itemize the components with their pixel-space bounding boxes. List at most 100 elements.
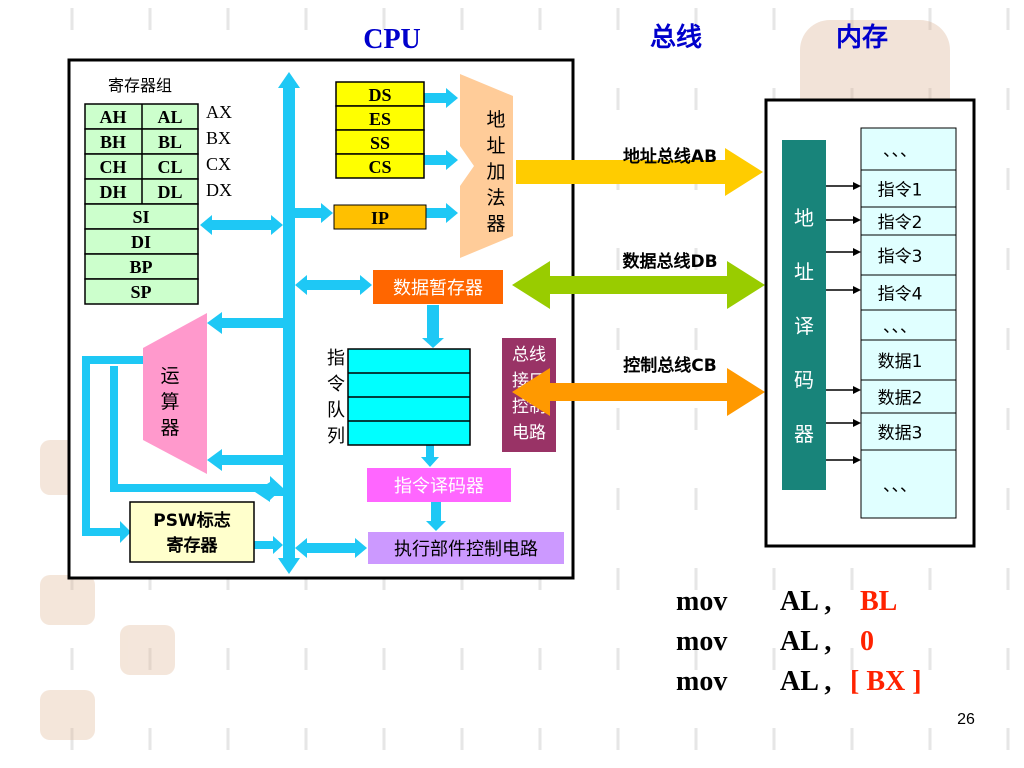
instruction-decoder-label: 指令译码器 (394, 476, 484, 497)
segment-register-label: ES (369, 109, 391, 129)
segment-register-label: DS (368, 85, 391, 105)
memory-heading: 内存 (836, 23, 888, 53)
bus-heading: 总线 (650, 23, 702, 53)
register-pair-name: CX (206, 154, 231, 174)
code-dst: AL , (780, 586, 831, 617)
register-low-byte: DL (157, 182, 182, 202)
memory-address-decoder (782, 140, 826, 490)
cpu-heading: CPU (363, 24, 421, 55)
svg-text:器: 器 (794, 422, 814, 446)
address-bus-arrow (516, 148, 763, 196)
register-group-label: 寄存器组 (108, 76, 172, 95)
svg-text:寄存器: 寄存器 (167, 535, 219, 556)
register-pair-name: AX (206, 102, 232, 122)
svg-text:地: 地 (794, 206, 814, 230)
svg-text:指: 指 (327, 348, 345, 369)
data-bus-label: 数据总线DB (622, 251, 717, 272)
memory-cell-label: 、、、 (883, 476, 917, 496)
register-single-label: BP (129, 257, 152, 277)
svg-text:列: 列 (327, 426, 345, 447)
memory-decoder-arrows (826, 182, 861, 464)
svg-text:址: 址 (486, 135, 505, 157)
register-low-byte: CL (157, 157, 182, 177)
exec-control-label: 执行部件控制电路 (394, 539, 538, 560)
code-op: mov (676, 666, 727, 697)
memory-cell-label: 数据1 (878, 352, 923, 372)
svg-text:总线: 总线 (512, 345, 546, 365)
memory-cell (860, 449, 957, 519)
segment-registers: DS ES SS CS (335, 81, 425, 179)
svg-text:译: 译 (794, 314, 814, 338)
memory-cell-label: 指令3 (878, 247, 923, 267)
register-single-label: SP (130, 282, 151, 302)
data-buffer-label: 数据暂存器 (393, 278, 483, 299)
control-bus-label: 控制总线CB (623, 355, 716, 376)
address-adder (460, 74, 513, 258)
svg-text:PSW标志: PSW标志 (153, 510, 230, 531)
memory-cell-label: 、、、 (883, 317, 917, 337)
register-single (84, 278, 199, 305)
memory-cell (860, 274, 957, 311)
psw-register (129, 501, 255, 563)
segment-register-label: CS (368, 157, 391, 177)
code-dst: AL , (780, 666, 831, 697)
address-bus-label: 地址总线AB (623, 146, 717, 167)
memory-cell-label: 指令2 (878, 213, 923, 233)
code-op: mov (676, 626, 727, 657)
register-single (84, 203, 199, 230)
register-high-byte: BH (100, 132, 126, 152)
control-bus-arrow (512, 368, 765, 416)
register-single-label: SI (132, 207, 149, 227)
segment-register (335, 129, 425, 155)
register-singles: SI DI BP SP (84, 203, 199, 305)
data-bus-arrow (512, 261, 765, 309)
register-high-byte: DH (100, 182, 127, 202)
svg-text:队: 队 (327, 400, 345, 421)
code-op: mov (676, 586, 727, 617)
svg-text:址: 址 (794, 260, 814, 284)
svg-text:算: 算 (160, 391, 179, 413)
register-high-byte: CH (100, 157, 127, 177)
svg-text:电路: 电路 (512, 423, 546, 443)
svg-text:令: 令 (327, 374, 345, 395)
code-src: BL (860, 586, 897, 617)
register-single-label: DI (131, 232, 151, 252)
internal-bus (278, 72, 300, 574)
register-pair-name: BX (206, 128, 231, 148)
data-buffer (373, 270, 503, 304)
code-src: [ BX ] (850, 666, 922, 697)
svg-text:器: 器 (160, 417, 179, 439)
memory-cell-label: 指令1 (878, 181, 923, 201)
memory-cell-label: 指令4 (878, 285, 923, 305)
memory-cell-label: 数据2 (878, 389, 923, 409)
memory-cell (860, 379, 957, 414)
register-high-byte: AH (100, 107, 127, 127)
segment-register (335, 105, 425, 131)
exec-control (368, 532, 564, 564)
svg-text:加: 加 (486, 161, 505, 183)
memory-cell (860, 339, 957, 381)
alu (143, 313, 207, 474)
ip-label: IP (371, 208, 389, 228)
segment-register (335, 153, 425, 179)
svg-text:法: 法 (486, 187, 505, 209)
svg-text:器: 器 (486, 213, 505, 235)
code-dst: AL , (780, 626, 831, 657)
register-low-byte: BL (158, 132, 182, 152)
memory-cell (860, 127, 957, 171)
instruction-decoder (367, 468, 511, 502)
instruction-queue (347, 348, 471, 446)
page-number: 26 (957, 711, 975, 728)
memory-cell-label: 、、、 (883, 141, 917, 161)
register-pair-name: DX (206, 180, 232, 200)
svg-text:地: 地 (486, 109, 505, 131)
alu-label: 运算器 (160, 365, 179, 439)
segment-register-label: SS (370, 133, 390, 153)
ip-register (333, 204, 427, 230)
bus-arrows (82, 88, 458, 558)
memory-cell (860, 169, 957, 208)
